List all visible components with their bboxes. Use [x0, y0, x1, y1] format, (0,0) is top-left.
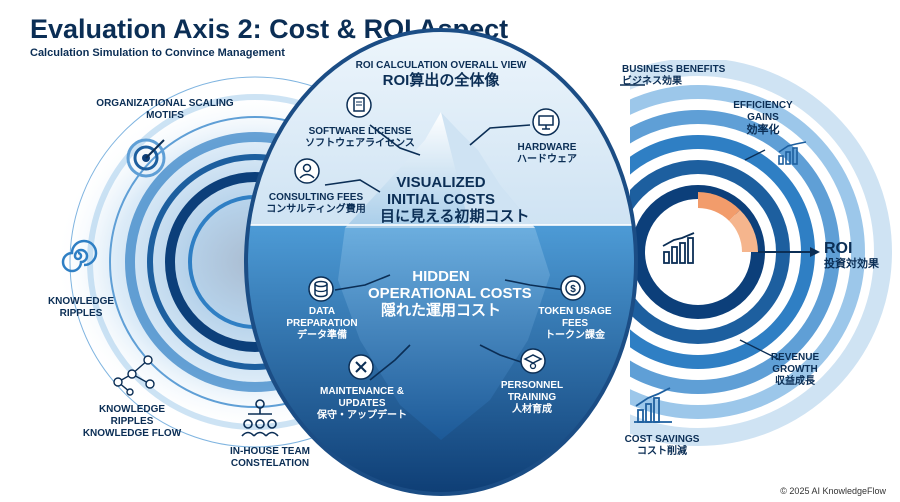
growth-chart-icon	[660, 232, 698, 271]
left-label-team-constelation: IN-HOUSE TEAM CONSTELATION	[230, 446, 310, 469]
right-label-efficiency-gains: EFFICIENCY GAINS 効率化	[733, 100, 793, 136]
right-label-business-benefits: BUSINESS BENEFITS ビジネス効果	[622, 64, 726, 87]
savings-chart-icon	[632, 386, 674, 431]
coin-icon: $	[560, 275, 586, 306]
benefit-connectors	[620, 84, 781, 361]
cost-personnel-training: PERSONNEL TRAINING 人材育成	[500, 380, 564, 415]
spiral-icon	[58, 236, 98, 281]
cost-token-usage-fees: TOKEN USAGE FEES トークン課金	[538, 306, 612, 341]
right-label-cost-savings: COST SAVINGS コスト削減	[624, 434, 700, 457]
left-label-knowledge-flow: KNOWLEDGE RIPPLES KNOWLEDGE FLOW	[82, 404, 182, 439]
cost-maintenance-updates: MAINTENANCE & UPDATES 保守・アップデート	[317, 386, 407, 421]
page-subtitle: Calculation Simulation to Convince Manag…	[30, 47, 285, 59]
cost-software-license: SOFTWARE LICENSE ソフトウェアライセンス	[305, 126, 415, 149]
monitor-icon	[532, 108, 560, 141]
bar-chart-up-icon	[776, 140, 810, 171]
left-label-scaling-motifs: ORGANIZATIONAL SCALING MOTIFS	[96, 98, 234, 121]
cost-consulting-fees: CONSULTING FEES コンサルティング費用	[266, 192, 366, 215]
cost-data-preparation: DATA PREPARATION データ準備	[286, 306, 358, 341]
svg-text:$: $	[570, 284, 576, 295]
network-icon	[110, 352, 160, 401]
right-rings	[630, 60, 892, 446]
right-label-roi: ROI 投資対効果	[824, 240, 879, 270]
hidden-costs-label: HIDDEN OPERATIONAL COSTS 隠れた運用コスト	[368, 268, 532, 319]
wrench-icon	[348, 354, 374, 385]
cost-connectors	[324, 124, 566, 381]
team-icon	[238, 396, 282, 445]
copyright: © 2025 AI KnowledgeFlow	[780, 486, 886, 496]
visible-costs-label: VISUALIZED INITIAL COSTS 目に見える初期コスト	[380, 174, 530, 225]
cost-hardware: HARDWARE ハードウェア	[517, 142, 577, 165]
iceberg-scene	[246, 30, 636, 494]
target-icon	[122, 132, 170, 185]
overview-title: ROI CALCULATION OVERALL VIEW ROI算出の全体像	[355, 60, 527, 89]
graduate-icon	[520, 348, 546, 379]
left-label-knowledge-ripples: KNOWLEDGE RIPPLES	[47, 296, 115, 319]
database-icon	[308, 276, 334, 307]
right-label-revenue-growth: REVENUE GROWTH 収益成長	[770, 352, 820, 387]
software-license-icon	[346, 92, 372, 123]
consultant-icon	[294, 158, 320, 189]
